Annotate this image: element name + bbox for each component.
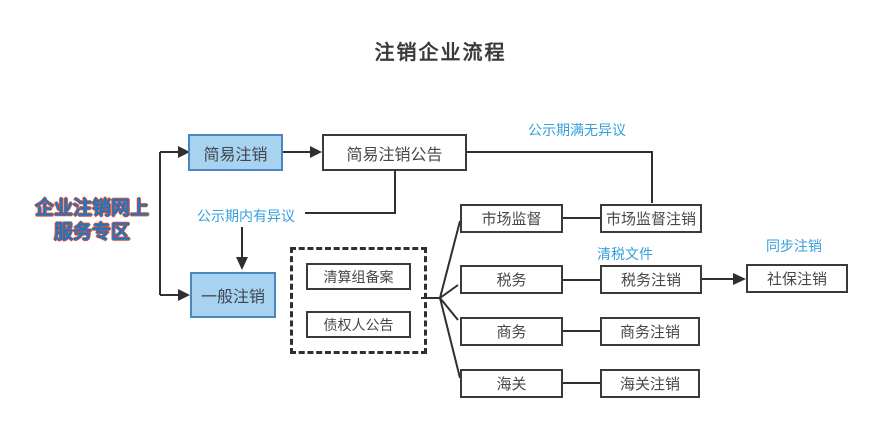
node-simple-deregistration: 简易注销 xyxy=(188,134,283,171)
node-tax: 税务 xyxy=(460,265,563,294)
label-no-objection: 公示期满无异议 xyxy=(528,122,626,138)
node-general-deregistration: 一般注销 xyxy=(190,272,276,318)
node-market-supervision-cancel: 市场监督注销 xyxy=(600,204,702,233)
connector-objection-path xyxy=(305,171,396,214)
label-objection: 公示期内有异议 xyxy=(197,208,295,224)
label-sync-cancel: 同步注销 xyxy=(766,238,822,254)
arrowhead-down-to-general xyxy=(236,257,248,270)
node-creditor-announcement: 债权人公告 xyxy=(306,311,411,338)
label-tax-clearance: 清税文件 xyxy=(597,246,653,262)
liquidation-dashed-group xyxy=(290,247,427,354)
node-commerce-cancel: 商务注销 xyxy=(600,317,700,346)
service-zone-label-line1: 企业注销网上 xyxy=(34,198,149,219)
arrowhead-to-simple xyxy=(178,146,190,158)
node-commerce: 商务 xyxy=(460,317,563,346)
node-customs-cancel: 海关注销 xyxy=(600,369,700,398)
service-zone-label-line2: 服务专区 xyxy=(53,222,130,243)
connector-no-objection-path xyxy=(467,151,653,203)
node-market-supervision: 市场监督 xyxy=(460,204,563,233)
arrowhead-to-social xyxy=(733,273,746,285)
connector-fan-customs xyxy=(439,297,461,379)
node-tax-cancel: 税务注销 xyxy=(600,265,702,294)
connector-fan-tax xyxy=(439,284,459,299)
connector-fan-market xyxy=(439,220,461,299)
connector-fan-commerce xyxy=(439,297,459,321)
node-simple-deregistration-announcement: 简易注销公告 xyxy=(322,134,467,171)
node-liquidation-group-filing: 清算组备案 xyxy=(306,263,411,290)
arrowhead-to-announcement xyxy=(310,146,322,158)
node-customs: 海关 xyxy=(460,369,563,398)
page-title: 注销企业流程 xyxy=(374,42,507,64)
node-social-security-cancel: 社保注销 xyxy=(746,264,848,293)
arrowhead-to-general xyxy=(178,289,190,301)
service-zone-label: 企业注销网上 服务专区 xyxy=(16,197,168,245)
